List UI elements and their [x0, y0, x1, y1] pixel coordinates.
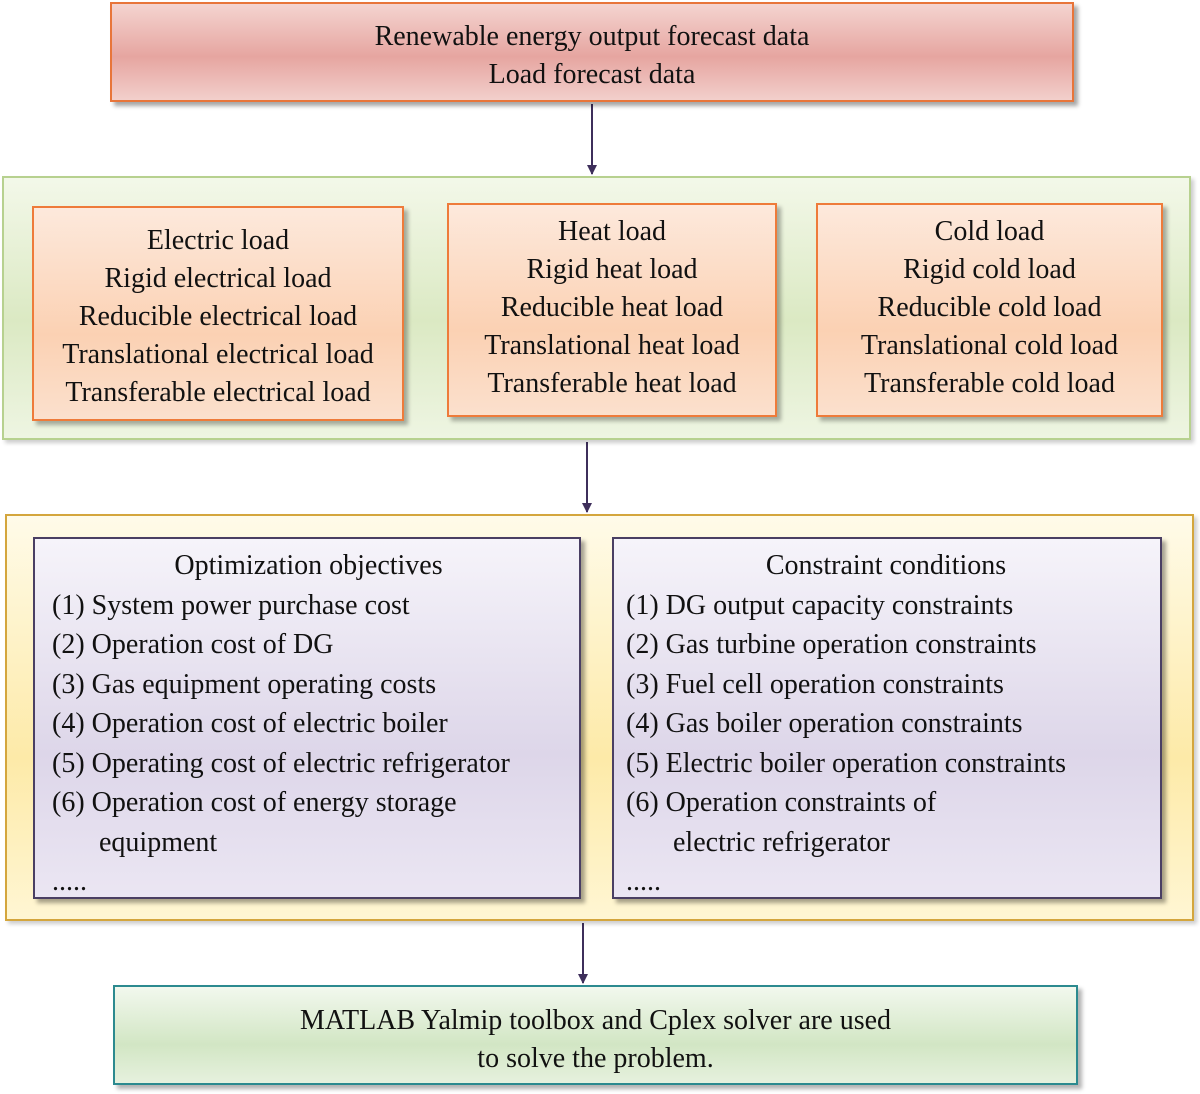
- cold-load-title: Cold load: [934, 216, 1045, 247]
- heat-load-item: Translational heat load: [484, 330, 740, 361]
- electric-load-item: Rigid electrical load: [104, 263, 332, 294]
- optimization-objectives-card: Optimization objectives (1) System power…: [33, 537, 581, 899]
- heat-load-card: Heat load Rigid heat load Reducible heat…: [447, 203, 777, 417]
- solver-line-1: MATLAB Yalmip toolbox and Cplex solver a…: [299, 1005, 892, 1036]
- objective-item: (1) System power purchase cost: [52, 589, 410, 621]
- constraint-item: (6) Operation constraints of: [626, 787, 937, 818]
- forecast-data-box: Renewable energy output forecast data Lo…: [110, 2, 1074, 102]
- constraint-item: (1) DG output capacity constraints: [626, 589, 1014, 621]
- electric-load-card: Electric load Rigid electrical load Redu…: [32, 206, 404, 421]
- solver-line-2: to solve the problem.: [477, 1043, 714, 1074]
- objective-item: (5) Operating cost of electric refrigera…: [52, 747, 510, 779]
- constraints-ellipsis: .....: [626, 866, 661, 897]
- objective-item: (4) Operation cost of electric boiler: [52, 708, 448, 739]
- cold-load-card: Cold load Rigid cold load Reducible cold…: [816, 203, 1163, 417]
- objective-item: (6) Operation cost of energy storage: [52, 787, 457, 818]
- electric-load-item: Transferable electrical load: [65, 377, 371, 408]
- constraint-item: (3) Fuel cell operation constraints: [626, 668, 1004, 700]
- solver-box: MATLAB Yalmip toolbox and Cplex solver a…: [113, 985, 1078, 1085]
- electric-load-title: Electric load: [146, 225, 290, 256]
- heat-load-title: Heat load: [557, 216, 667, 247]
- forecast-line-load: Load forecast data: [488, 59, 696, 90]
- cold-load-item: Reducible cold load: [877, 292, 1102, 323]
- objective-item-continuation: equipment: [99, 826, 218, 858]
- forecast-line-renewable: Renewable energy output forecast data: [374, 21, 810, 52]
- heat-load-item: Reducible heat load: [500, 292, 724, 323]
- objective-item: (2) Operation cost of DG: [52, 629, 334, 660]
- cold-load-item: Transferable cold load: [864, 368, 1115, 399]
- cold-load-item: Rigid cold load: [903, 254, 1076, 285]
- electric-load-item: Reducible electrical load: [78, 301, 358, 332]
- heat-load-item: Transferable heat load: [487, 368, 737, 399]
- electric-load-item: Translational electrical load: [62, 339, 374, 370]
- objectives-ellipsis: .....: [52, 866, 87, 897]
- heat-load-item: Rigid heat load: [526, 254, 698, 285]
- cold-load-item: Translational cold load: [860, 330, 1119, 361]
- constraint-conditions-card: Constraint conditions (1) DG output capa…: [612, 537, 1162, 899]
- constraint-item: (2) Gas turbine operation constraints: [626, 629, 1037, 660]
- constraints-title: Constraint conditions: [765, 550, 1007, 581]
- constraint-item-continuation: electric refrigerator: [673, 826, 890, 858]
- constraint-item: (5) Electric boiler operation constraint…: [626, 747, 1067, 779]
- objective-item: (3) Gas equipment operating costs: [52, 668, 437, 700]
- constraint-item: (4) Gas boiler operation constraints: [626, 708, 1023, 739]
- objectives-title: Optimization objectives: [174, 550, 443, 581]
